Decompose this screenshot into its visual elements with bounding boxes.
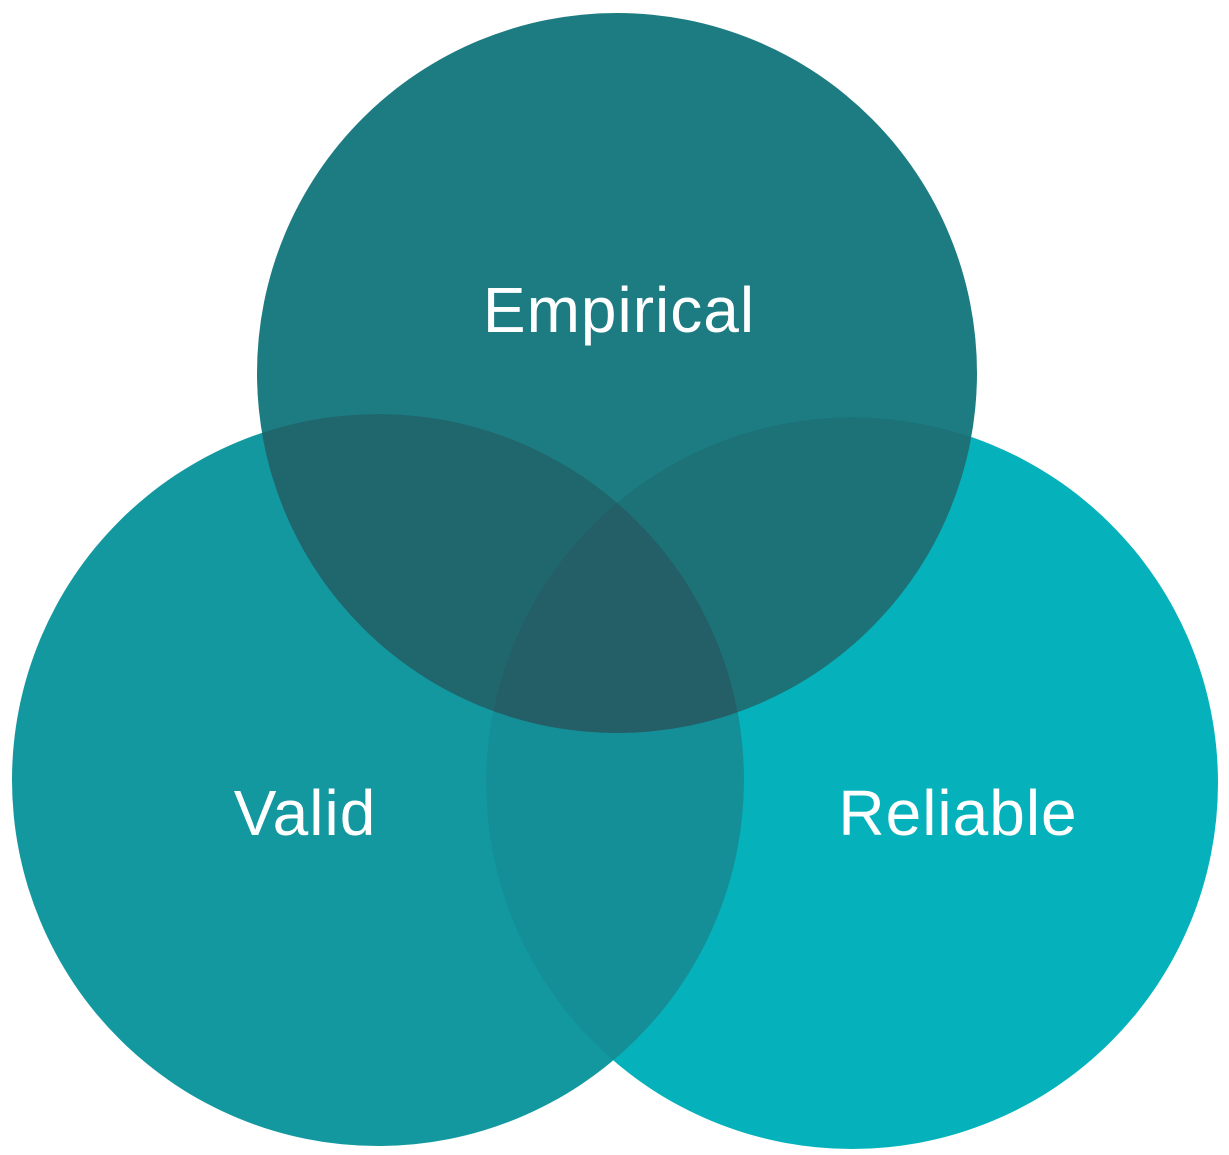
empirical-label: Empirical [483,274,755,346]
reliable-label: Reliable [838,777,1077,849]
valid-label: Valid [234,777,377,849]
empirical-reliable-overlap [486,417,977,733]
empirical-valid-overlap [257,414,744,733]
